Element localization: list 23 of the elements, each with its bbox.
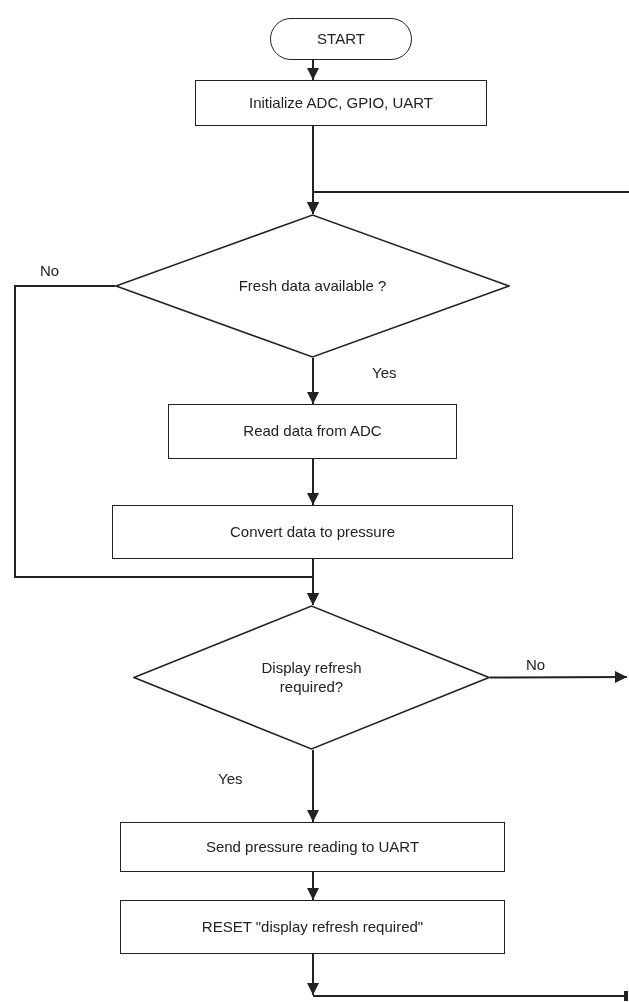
- step-text: Send pressure reading to UART: [205, 837, 420, 857]
- arrow: [307, 59, 319, 81]
- step-text: Initialize ADC, GPIO, UART: [249, 93, 433, 113]
- arrow: [307, 191, 629, 215]
- arrow: [489, 671, 628, 684]
- process-box: [120, 822, 505, 872]
- arrow: [307, 871, 319, 901]
- arrow: [307, 458, 319, 506]
- arrow: [307, 749, 319, 823]
- arrow: [307, 953, 319, 996]
- process-box: [120, 900, 505, 954]
- step-text: RESET "display refresh required": [201, 917, 424, 937]
- process-box: [168, 404, 457, 459]
- step-text: Convert data to pressure: [229, 522, 396, 542]
- step-text: Fresh data available ?: [238, 276, 387, 296]
- arrow: [307, 357, 319, 405]
- process-box: [112, 505, 513, 559]
- step-text: START: [317, 29, 365, 49]
- process-box: [195, 80, 487, 126]
- step-text: Display refresh required?: [260, 658, 363, 697]
- arrow: [307, 558, 319, 606]
- step-text: Read data from ADC: [243, 422, 382, 441]
- start-terminator: [270, 18, 412, 60]
